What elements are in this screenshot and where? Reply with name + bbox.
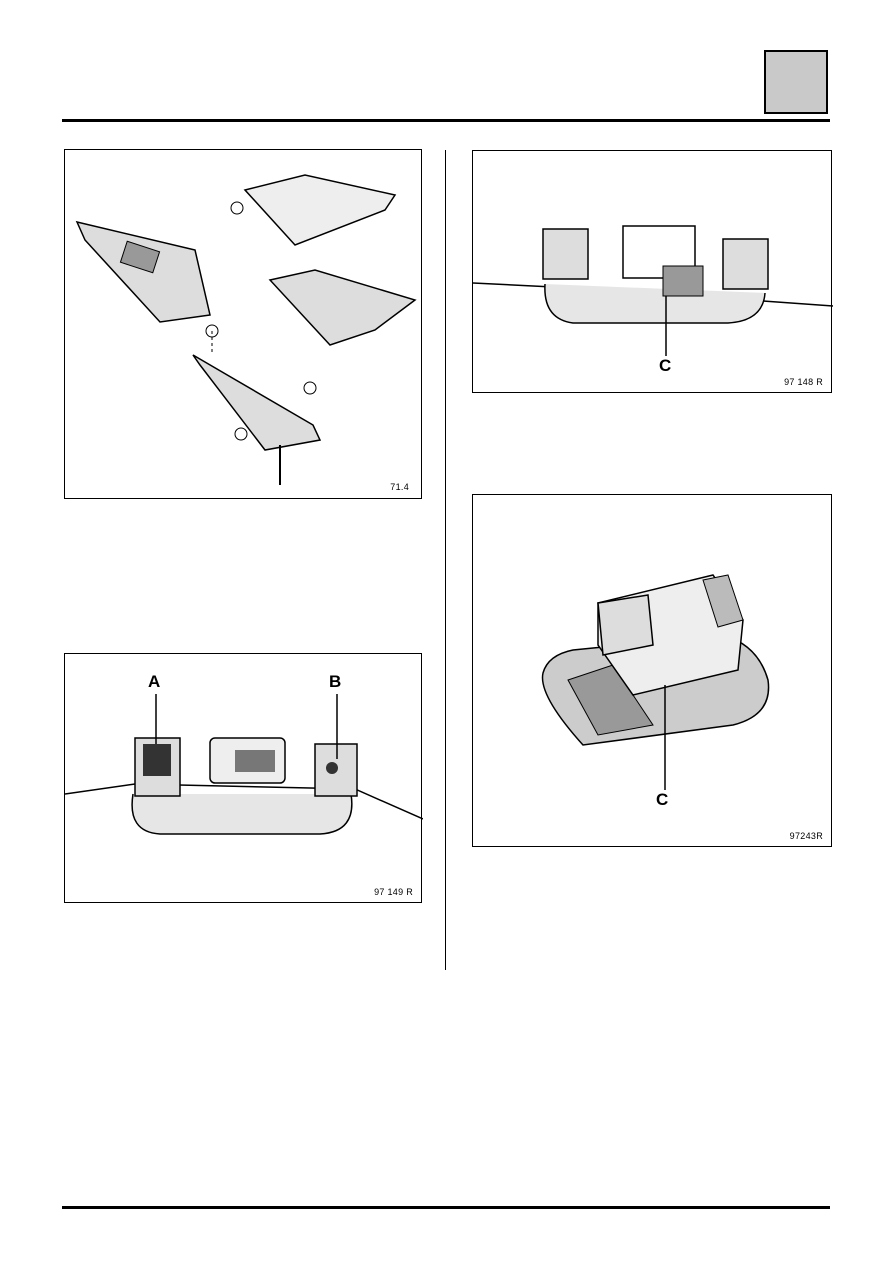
section-tab-box [764,50,828,114]
callout-c: C [659,356,672,375]
figure-sunvisor-exploded: 71.4 [64,149,422,499]
callout-b: B [329,672,342,691]
sunvisor-illustration [75,174,417,485]
header-rule [62,119,830,122]
figure-lamp-unit-detail: C 97243R [472,494,832,847]
callout-c: C [656,790,669,809]
grab-handle-covers-illustration [65,694,423,835]
lamp-unit-illustration [541,574,770,790]
figure-ref: 97243R [789,831,823,841]
figure-ref: 71.4 [390,482,409,492]
figure-grab-handle-connector: C 97 148 R [472,150,833,393]
footer-rule [62,1206,830,1209]
figure-grab-handle-covers: A B 97 149 R [64,653,423,903]
callout-a: A [148,672,161,691]
figure-ref: 97 148 R [784,377,823,387]
figure-ref: 97 149 R [374,887,413,897]
grab-handle-connector-illustration [473,225,833,356]
column-divider [445,150,446,970]
